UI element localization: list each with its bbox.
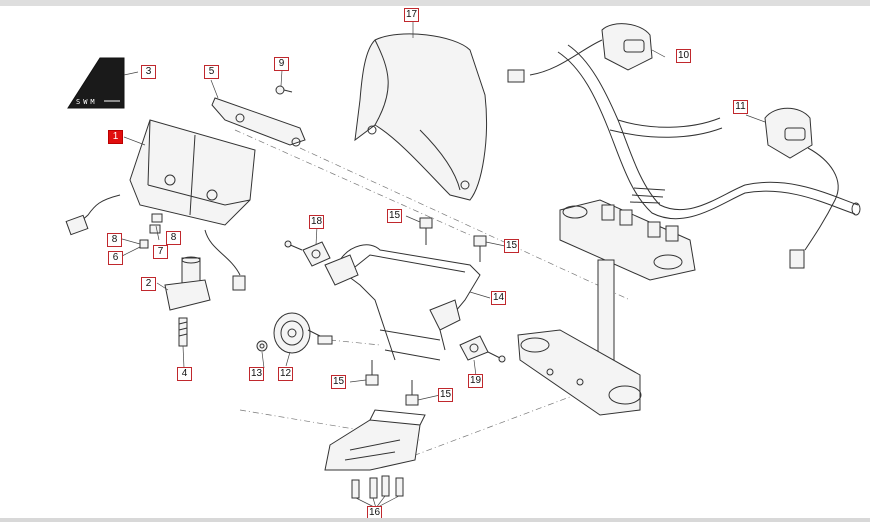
callout-12[interactable]: 12: [278, 367, 294, 381]
top-bar: [0, 0, 870, 6]
leader: [123, 71, 139, 76]
callout-17[interactable]: 17: [404, 8, 420, 22]
alignment-line: [401, 394, 576, 461]
callout-15a[interactable]: 15: [387, 209, 403, 223]
bushings-15: [365, 217, 487, 406]
leader: [261, 351, 265, 369]
callout-19[interactable]: 19: [468, 374, 484, 388]
nut-13: [256, 340, 268, 352]
callout-11[interactable]: 11: [733, 100, 748, 114]
bottom-bar: [0, 518, 870, 522]
grommet-18: [284, 240, 331, 267]
callout-10[interactable]: 10: [676, 49, 692, 63]
left-switch: [507, 23, 653, 83]
callout-15b[interactable]: 15: [504, 239, 520, 253]
headlight-bracket: [324, 244, 481, 361]
screw-9: [275, 85, 293, 95]
leader: [349, 379, 367, 383]
ignition-switch: [164, 256, 211, 311]
leader: [121, 246, 141, 257]
alignment-line: [299, 147, 631, 301]
callout-8b[interactable]: 8: [166, 231, 181, 245]
leader: [285, 351, 291, 367]
leader: [156, 282, 169, 291]
logo-plate: SWM: [67, 57, 125, 109]
callout-9[interactable]: 9: [274, 57, 289, 71]
leader: [123, 136, 146, 146]
leader: [417, 394, 441, 401]
leader: [485, 241, 506, 247]
bracket-5: [211, 97, 306, 147]
handlebar: [557, 44, 861, 220]
leader: [473, 359, 477, 377]
instrument-cluster: [65, 119, 256, 291]
leader: [182, 345, 185, 369]
callout-5[interactable]: 5: [204, 65, 219, 79]
leader: [280, 69, 283, 87]
callout-6[interactable]: 6: [108, 251, 123, 265]
grommet-19: [459, 335, 506, 363]
callout-18[interactable]: 18: [309, 215, 325, 229]
callout-2[interactable]: 2: [141, 277, 156, 291]
callout-3[interactable]: 3: [141, 65, 156, 79]
callout-15c[interactable]: 15: [331, 375, 347, 389]
small-fasteners: [139, 213, 163, 249]
triple-clamp: [517, 199, 696, 416]
leader: [405, 215, 421, 223]
right-switch: [764, 107, 839, 269]
leader: [355, 495, 400, 509]
leader: [651, 49, 666, 58]
callout-14[interactable]: 14: [491, 291, 507, 305]
alignment-line: [329, 339, 381, 346]
leader: [121, 238, 141, 245]
leader: [210, 79, 219, 99]
horn: [273, 312, 333, 354]
leader: [155, 225, 160, 241]
callout-1[interactable]: 1: [108, 130, 123, 144]
logo-text: SWM: [76, 98, 98, 106]
callout-13[interactable]: 13: [249, 367, 265, 381]
lower-bracket: [324, 409, 426, 499]
leader: [745, 114, 766, 123]
callout-4[interactable]: 4: [177, 367, 192, 381]
callout-8a[interactable]: 8: [107, 233, 122, 247]
headlight-cover: [354, 33, 487, 201]
bolt-4: [178, 317, 188, 347]
leader: [315, 225, 318, 246]
alignment-line: [234, 129, 471, 236]
leader: [469, 291, 491, 299]
callout-7[interactable]: 7: [153, 245, 168, 259]
callout-15d[interactable]: 15: [438, 388, 454, 402]
